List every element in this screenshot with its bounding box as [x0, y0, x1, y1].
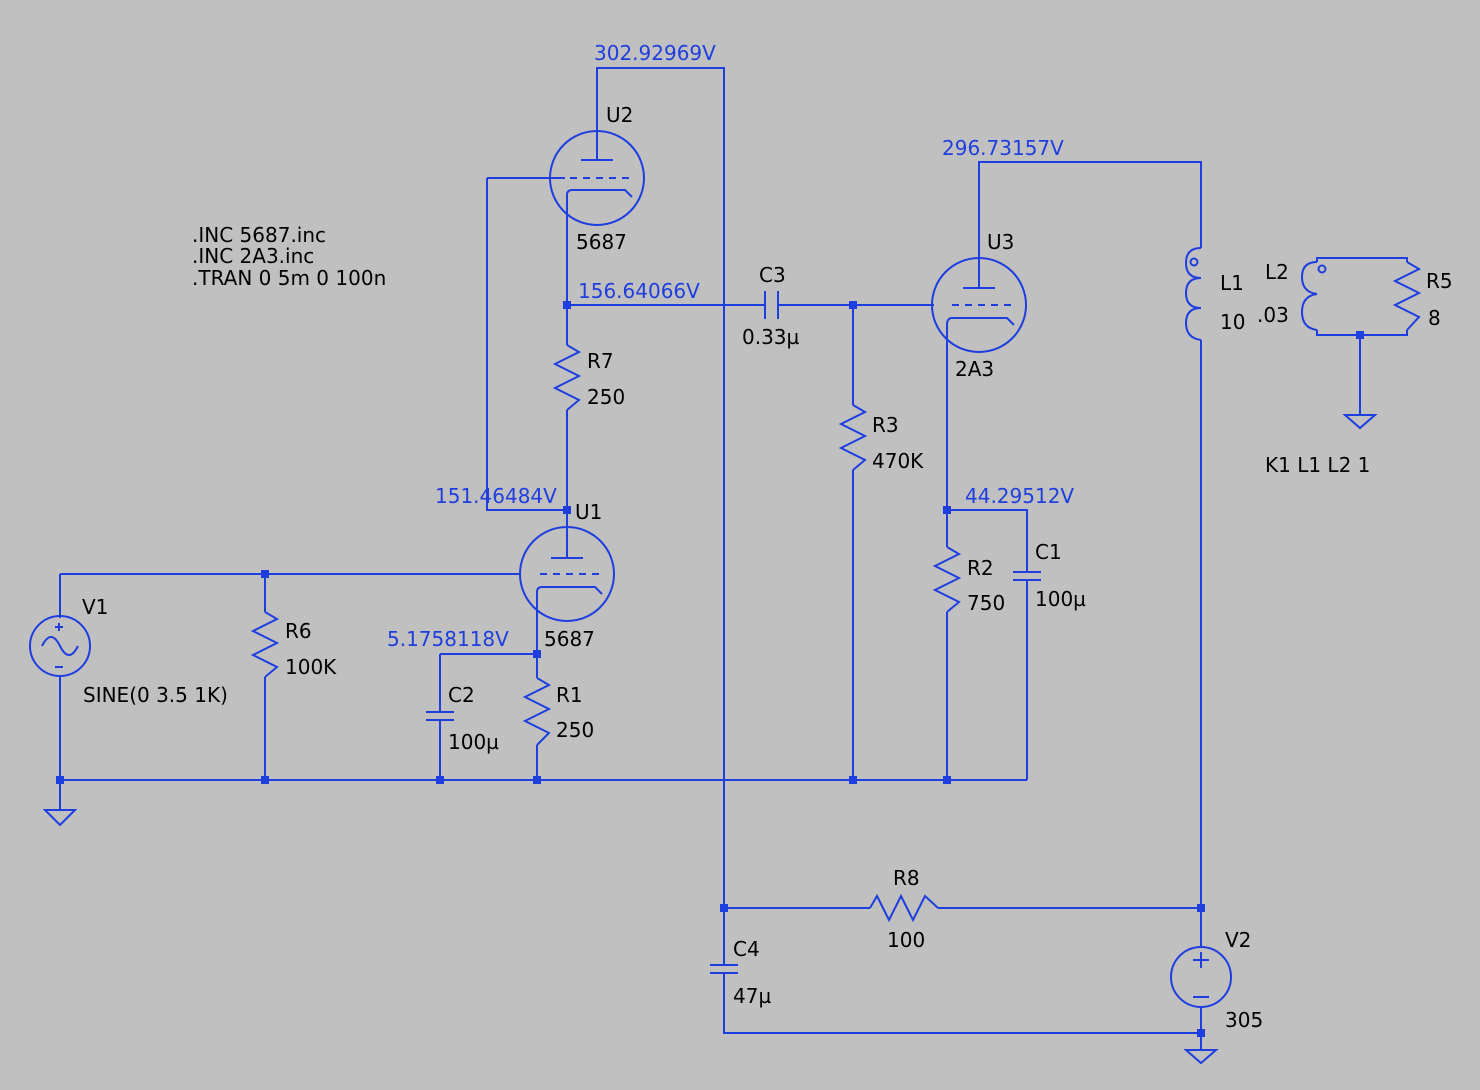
v2-value: 305	[1225, 1008, 1263, 1032]
r3-name: R3	[872, 413, 899, 437]
c3-name: C3	[759, 263, 786, 287]
r5-name: R5	[1426, 269, 1453, 293]
c1-name: C1	[1035, 540, 1062, 564]
c2-value: 100µ	[448, 730, 499, 754]
capacitor-c1[interactable]	[1013, 571, 1041, 581]
c2-name: C2	[448, 683, 475, 707]
v1-name: V1	[82, 595, 108, 619]
triode-u2[interactable]	[549, 130, 645, 226]
capacitor-c4[interactable]	[710, 964, 738, 974]
spice-directive[interactable]: .INC 5687.inc	[192, 223, 326, 247]
r8-value: 100	[887, 928, 925, 952]
c4-name: C4	[733, 937, 760, 961]
r1-value: 250	[556, 718, 594, 742]
u2-value: 5687	[576, 230, 627, 254]
u1-value: 5687	[544, 627, 595, 651]
u2-name: U2	[606, 103, 633, 127]
node-voltage-u2-cathode: 156.64066V	[578, 279, 700, 303]
r6-name: R6	[285, 619, 312, 643]
u3-name: U3	[987, 230, 1014, 254]
node-voltage-u1-plate: 151.46484V	[435, 484, 557, 508]
resistor-r5[interactable]	[1392, 261, 1422, 331]
coupling-directive[interactable]: K1 L1 L2 1	[1265, 453, 1370, 477]
r6-value: 100K	[285, 655, 337, 679]
wires	[59, 67, 1408, 1050]
r2-value: 750	[967, 591, 1005, 615]
v1-value: SINE(0 3.5 1K)	[83, 683, 228, 707]
c1-value: 100µ	[1035, 587, 1086, 611]
l2-value: .03	[1257, 303, 1289, 327]
dc-source-v2[interactable]	[1170, 946, 1232, 1008]
u1-name: U1	[575, 500, 602, 524]
resistor-r7[interactable]	[552, 344, 582, 411]
ground-symbol	[1342, 414, 1378, 430]
triode-u1[interactable]	[519, 526, 615, 622]
inductor-l2[interactable]	[1300, 261, 1327, 331]
capacitor-c3[interactable]	[764, 291, 779, 319]
node-voltage-u1-cathode: 5.1758118V	[387, 627, 509, 651]
capacitor-c2[interactable]	[426, 711, 454, 721]
inductor-l1[interactable]	[1184, 247, 1202, 341]
junction-dots	[56, 301, 1364, 1037]
r2-name: R2	[967, 556, 994, 580]
node-voltage-b-plus-u2: 302.92969V	[594, 41, 716, 65]
resistor-r2[interactable]	[932, 546, 962, 613]
l1-name: L1	[1220, 271, 1244, 295]
resistor-r3[interactable]	[838, 404, 868, 471]
l2-name: L2	[1265, 260, 1289, 284]
l1-value: 10	[1220, 310, 1245, 334]
node-voltage-b-plus-u3: 296.73157V	[942, 136, 1064, 160]
r7-name: R7	[587, 349, 614, 373]
sine-source-v1[interactable]	[29, 615, 91, 677]
r8-name: R8	[893, 866, 920, 890]
spice-directive[interactable]: .INC 2A3.inc	[192, 244, 314, 268]
resistor-r1[interactable]	[522, 677, 552, 746]
node-voltage-u3-cathode: 44.29512V	[965, 484, 1074, 508]
resistor-r8[interactable]	[869, 893, 939, 923]
resistor-r6[interactable]	[250, 611, 280, 678]
r5-value: 8	[1428, 306, 1441, 330]
spice-directive[interactable]: .TRAN 0 5m 0 100n	[192, 266, 386, 290]
c4-value: 47µ	[733, 984, 771, 1008]
r1-name: R1	[556, 683, 583, 707]
u3-value: 2A3	[955, 357, 994, 381]
v2-name: V2	[1225, 928, 1251, 952]
triode-u3[interactable]	[931, 257, 1027, 353]
ground-symbol	[42, 780, 78, 827]
ground-symbol	[1183, 1033, 1219, 1065]
r3-value: 470K	[872, 449, 924, 473]
c3-value: 0.33µ	[742, 325, 800, 349]
r7-value: 250	[587, 385, 625, 409]
